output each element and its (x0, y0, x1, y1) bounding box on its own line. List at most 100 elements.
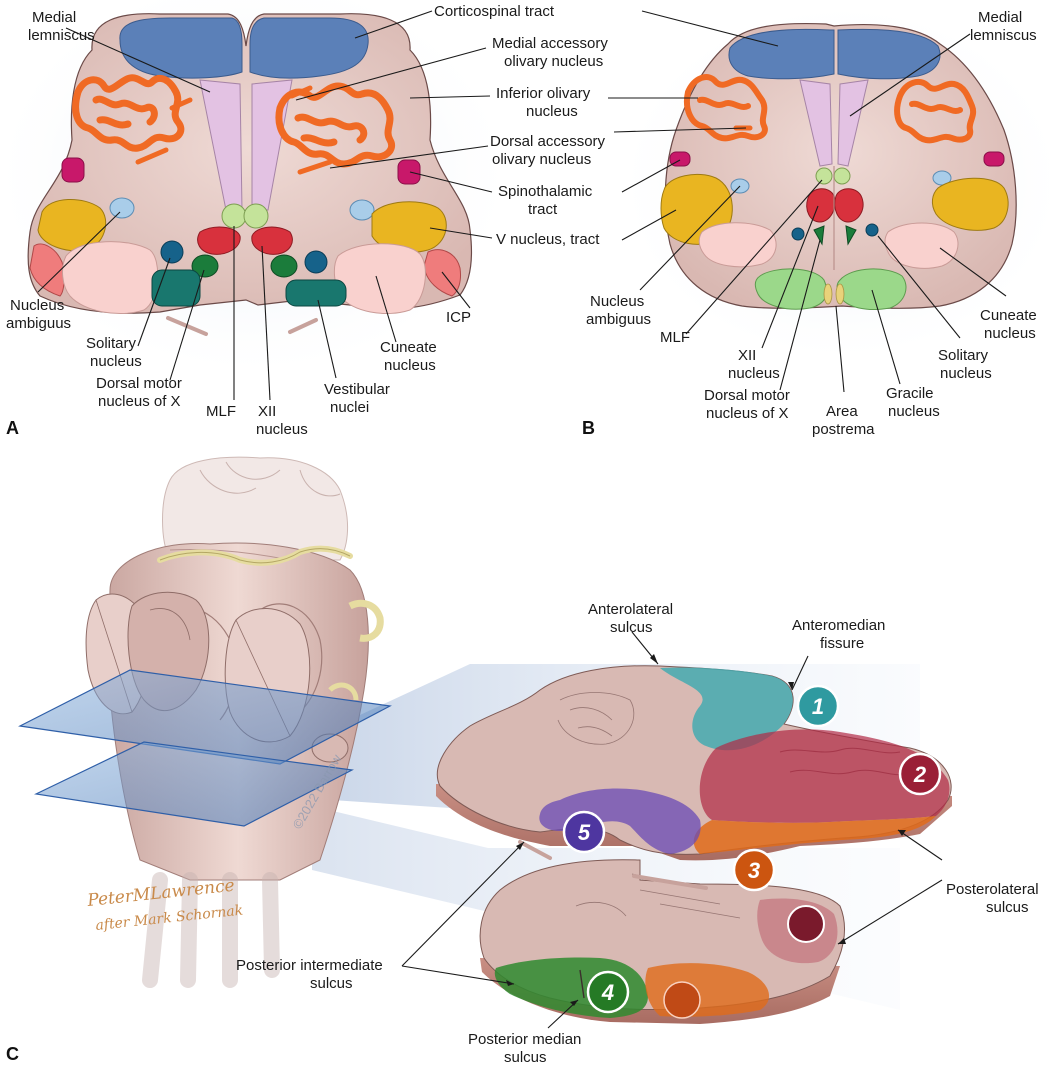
leader-arrowheads-c (506, 654, 906, 1006)
leader-lines-c (401, 631, 943, 1029)
mlf-a (221, 203, 269, 229)
xii-nucleus-b (806, 188, 864, 223)
label-a-xii-2: nucleus (256, 421, 308, 438)
label-a-medial-accessory-2: olivary nucleus (504, 53, 603, 70)
label-c-posterolateral-1: Posterolateral (946, 881, 1039, 898)
label-c-posterolateral-2: sulcus (986, 899, 1029, 916)
section-plane-lower (33, 741, 354, 827)
zone-marker-1: 1 (796, 684, 840, 728)
zone-marker-4: 4 (586, 970, 630, 1014)
corticospinal-tract-b (728, 28, 941, 80)
label-b-solitary-1: Solitary (938, 347, 989, 364)
nucleus-ambiguus-a (109, 197, 375, 221)
cuneate-nucleus-b (698, 222, 959, 269)
label-c-posterior-intermediate-2: sulcus (310, 975, 353, 992)
medial-accessory-olivary-nucleus-a (169, 85, 313, 111)
v-nucleus-tract-a (37, 198, 447, 253)
labels-a: Medial lemniscus Corticospinal tract Med… (6, 3, 608, 438)
mlf-b (815, 167, 851, 185)
zone-marker-2: 2 (898, 752, 942, 796)
label-a-corticospinal: Corticospinal tract (434, 3, 555, 20)
dorsal-accessory-olivary-nucleus-a (135, 147, 333, 175)
label-a-dorsal-accessory-1: Dorsal accessory (490, 133, 606, 150)
label-b-mlf: MLF (660, 329, 690, 346)
zone-number-2: 2 (913, 762, 927, 787)
label-c-posterior-median-1: Posterior median (468, 1031, 581, 1048)
spinothalamic-tract-a (61, 157, 421, 185)
label-a-solitary-2: nucleus (90, 353, 142, 370)
label-b-cuneate-2: nucleus (984, 325, 1036, 342)
medulla-section-a (27, 13, 473, 314)
label-b-xii-2: nucleus (728, 365, 780, 382)
label-a-vestibular-2: nuclei (330, 399, 369, 416)
label-b-xii-1: XII (738, 347, 756, 364)
label-b-nucleus-ambiguus-1: Nucleus (590, 293, 644, 310)
gracile-nucleus-b (754, 268, 907, 310)
label-c-anteromedian-1: Anteromedian (792, 617, 885, 634)
label-a-inferior-olivary-1: Inferior olivary (496, 85, 591, 102)
panel-label-c: C (6, 1044, 19, 1064)
label-a-spinothalamic-2: tract (528, 201, 558, 218)
zone-3-region (693, 816, 936, 854)
zone-marker-3: 3 (732, 848, 776, 892)
label-a-medial-lemniscus-2: lemniscus (28, 27, 95, 44)
zone-number-3: 3 (748, 858, 760, 883)
label-b-cuneate-1: Cuneate (980, 307, 1037, 324)
label-a-mlf: MLF (206, 403, 236, 420)
label-b-area-postrema-1: Area (826, 403, 858, 420)
zone-number-4: 4 (601, 980, 614, 1005)
zone-number-1: 1 (812, 694, 824, 719)
solitary-nucleus-a (160, 240, 328, 274)
label-a-nucleus-ambiguus-2: ambiguus (6, 315, 71, 332)
label-b-medial-lemniscus-2: lemniscus (970, 27, 1037, 44)
panel-a: Medial lemniscus Corticospinal tract Med… (6, 0, 608, 438)
label-a-icp: ICP (446, 309, 471, 326)
labels-b: Medial lemniscus Nucleus ambiguus MLF XI… (582, 9, 1037, 438)
label-a-medial-lemniscus-1: Medial (32, 9, 76, 26)
label-a-vestibular-1: Vestibular (324, 381, 390, 398)
solitary-nucleus-b (791, 223, 879, 241)
zone-5-region (539, 788, 701, 854)
label-a-dorsal-motor-2: nucleus of X (98, 393, 181, 410)
label-c-anterolateral-2: sulcus (610, 619, 653, 636)
svg-text:lemniscus: lemniscus (28, 27, 95, 44)
labels-c: Anterolateral sulcus Anteromedian fissur… (6, 601, 1039, 1066)
label-a-cuneate-1: Cuneate (380, 339, 437, 356)
label-c-posterior-intermediate-1: Posterior intermediate (236, 957, 383, 974)
label-b-nucleus-ambiguus-2: ambiguus (586, 311, 651, 328)
label-c-anterolateral-1: Anterolateral (588, 601, 673, 618)
label-c-posterior-median-2: sulcus (504, 1049, 547, 1066)
label-a-v-nucleus: V nucleus, tract (496, 231, 600, 248)
label-a-inferior-olivary-2: nucleus (526, 103, 578, 120)
label-a-solitary-1: Solitary (86, 335, 137, 352)
label-a-dorsal-accessory-2: olivary nucleus (492, 151, 591, 168)
area-postrema-b (823, 283, 845, 305)
medulla-slice-upper (436, 665, 952, 861)
zone-marker-5: 5 (562, 810, 606, 854)
svg-text:Medial: Medial (32, 9, 76, 26)
leader-lines-a (37, 10, 493, 401)
zone-1-region (660, 667, 793, 751)
panel-c: ©2022 Barrow PeterMLawrence after Mark S… (6, 456, 1039, 1066)
label-a-dorsal-motor-1: Dorsal motor (96, 375, 182, 392)
label-b-solitary-2: nucleus (940, 365, 992, 382)
panel-b: Medial lemniscus Nucleus ambiguus MLF XI… (582, 9, 1050, 438)
inferior-olivary-nucleus-a (72, 74, 395, 168)
dorsal-motor-nucleus-x-b (813, 225, 857, 246)
label-b-gracile-2: nucleus (888, 403, 940, 420)
label-b-area-postrema-2: postrema (812, 421, 875, 438)
medial-lemniscus-b (799, 79, 869, 167)
label-a-xii-1: XII (258, 403, 276, 420)
label-b-dorsal-motor-1: Dorsal motor (704, 387, 790, 404)
label-a-cuneate-2: nucleus (384, 357, 436, 374)
panel-label-a: A (6, 418, 19, 438)
leader-lines-b (608, 10, 1007, 393)
label-a-spinothalamic-1: Spinothalamic (498, 183, 593, 200)
label-a-medial-accessory-1: Medial accessory (492, 35, 608, 52)
dorsal-motor-nucleus-x-a (191, 254, 298, 278)
label-c-anteromedian-2: fissure (820, 635, 864, 652)
cuneate-nucleus-a (62, 241, 426, 315)
corticospinal-tract-a (119, 17, 369, 79)
zone-number-5: 5 (578, 820, 591, 845)
label-b-dorsal-motor-2: nucleus of X (706, 405, 789, 422)
